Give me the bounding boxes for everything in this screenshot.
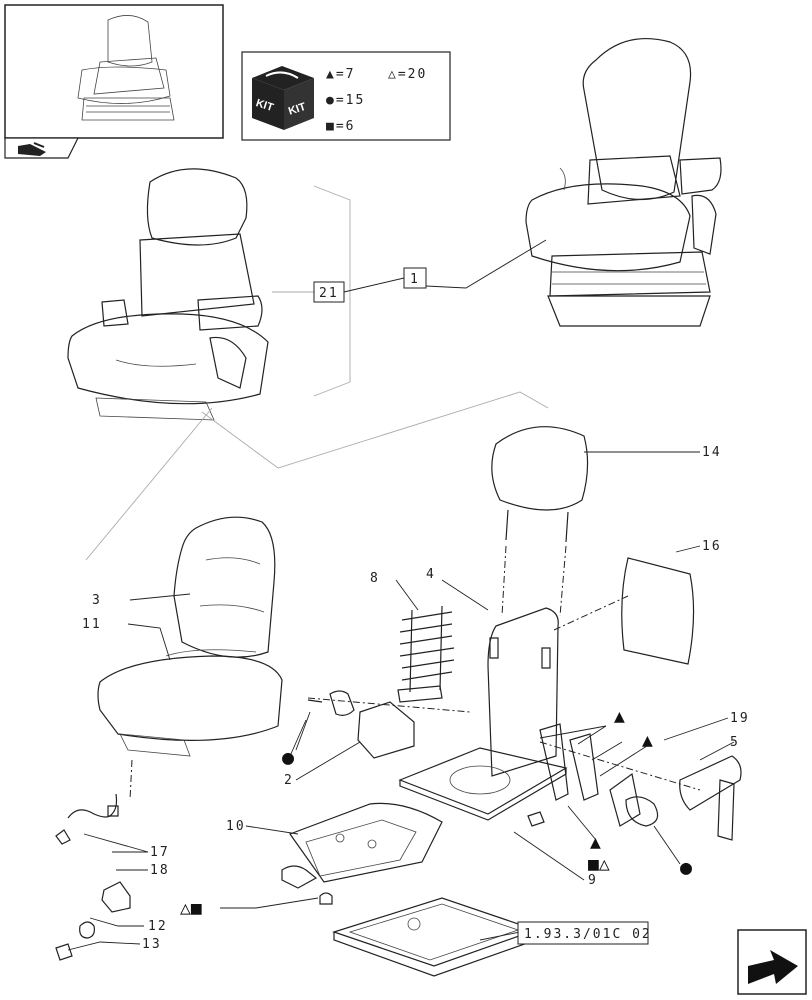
- next-page-arrow-button[interactable]: [737, 929, 807, 995]
- backrest-frame-part-4: [487, 607, 559, 777]
- connector-part-13: [55, 943, 73, 961]
- seat-assembly-21: [67, 168, 269, 421]
- knob-axis-dash: [307, 697, 471, 713]
- label-part-17: 17: [150, 845, 170, 860]
- armrest-mount-part-19: [609, 772, 659, 827]
- symbol-triangle-square: △■: [180, 898, 202, 919]
- bracket-part-2: [357, 701, 415, 759]
- page-reference-link[interactable]: 1.93.3/01C 02: [517, 921, 652, 945]
- label-part-2: 2: [284, 773, 294, 788]
- panel-dash-line: [553, 595, 629, 631]
- plug-part-12: [79, 921, 95, 939]
- kit-label-right: KIT: [287, 101, 308, 118]
- ref-box-1[interactable]: 1: [403, 267, 427, 289]
- label-part-4: 4: [426, 567, 436, 582]
- armrest-part-5: [679, 755, 742, 841]
- kit-label-left: KIT: [254, 97, 275, 114]
- symbol-circle-left: ●: [282, 745, 294, 769]
- seat-cushion-part-11: [97, 649, 283, 757]
- leader-21-to-1: [343, 277, 405, 293]
- tray-part-10: [289, 802, 443, 883]
- svg-text:1.93.3/01C 02: 1.93.3/01C 02: [524, 927, 652, 942]
- symbol-triangle-b: ▲: [642, 730, 653, 751]
- legend-filled-circle: ●=15: [326, 93, 365, 108]
- handle-part: [281, 865, 318, 889]
- svg-text:1: 1: [410, 272, 420, 287]
- complete-seat-suspended: [525, 37, 722, 327]
- seat-base-plate-part-9: [398, 747, 568, 821]
- legend-filled-square: ■=6: [326, 119, 355, 134]
- label-part-18: 18: [150, 863, 170, 878]
- slide-rail-fittings: [539, 723, 701, 801]
- label-part-9: 9: [588, 873, 598, 888]
- label-part-5: 5: [730, 735, 740, 750]
- label-part-19: 19: [730, 711, 750, 726]
- lumbar-spring-part-8: [397, 605, 455, 703]
- seat-nav-icon: [18, 142, 46, 156]
- label-part-11: 11: [82, 617, 102, 632]
- backrest-cover-part-3: [173, 516, 276, 658]
- leader-1-to-seat: [425, 239, 547, 289]
- label-part-13: 13: [142, 937, 162, 952]
- slide-base-assembly: [332, 897, 538, 977]
- next-page-arrow-icon: [748, 950, 798, 984]
- legend-filled-triangle: ▲=7: [326, 67, 355, 82]
- pin-part: [527, 811, 545, 827]
- wire-harness-part-17: [55, 793, 119, 845]
- thumbnail-frame[interactable]: [4, 4, 224, 159]
- symbol-circle-right: ●: [680, 855, 692, 879]
- switch-part-18: [101, 881, 131, 913]
- label-part-16: 16: [702, 539, 722, 554]
- kit-box-icon: KIT KIT: [252, 66, 314, 130]
- headrest-part-14: [491, 426, 589, 617]
- svg-text:21: 21: [319, 286, 339, 301]
- small-cap-part: [319, 892, 333, 905]
- rear-panel-part-16: [621, 557, 695, 665]
- seat-thumbnail-icon: [77, 15, 175, 121]
- label-part-14: 14: [702, 445, 722, 460]
- symbol-triangle-a: ▲: [614, 706, 625, 727]
- label-part-10: 10: [226, 819, 246, 834]
- ref-box-21[interactable]: 21: [313, 281, 345, 303]
- symbol-square-triangle: ■△: [588, 854, 610, 875]
- label-part-8: 8: [370, 571, 380, 586]
- assembly-grey-connectors: [85, 185, 549, 561]
- label-part-12: 12: [148, 919, 168, 934]
- legend-open-triangle: △=20: [388, 67, 427, 82]
- part-leaders: [67, 451, 735, 951]
- label-part-3: 3: [92, 593, 102, 608]
- symbol-triangle-c: ▲: [590, 832, 601, 853]
- kit-legend: KIT KIT ▲=7 △=20 ●=15 ■=6: [241, 51, 451, 141]
- recliner-knob: [307, 690, 355, 716]
- cable-guide-dashes: [129, 759, 133, 801]
